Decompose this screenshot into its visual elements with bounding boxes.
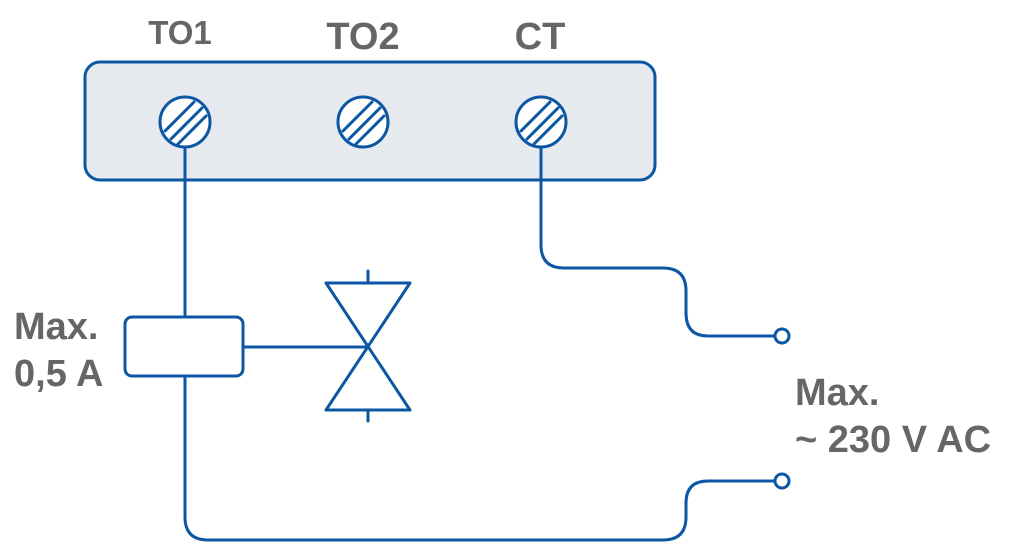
load-box <box>123 315 245 378</box>
wire-load-to-lower-terminal <box>183 374 777 542</box>
screw-terminal-icon-to2 <box>336 95 390 149</box>
voltage-limit-label-line1: Max. <box>795 372 879 414</box>
voltage-limit-label-line2: ~ 230 V AC <box>795 419 991 461</box>
current-limit-label-line2: 0,5 A <box>14 353 103 395</box>
terminal-label-to1: TO1 <box>148 14 212 51</box>
valve-icon <box>324 269 412 423</box>
terminal-end-icon-upper <box>773 327 791 345</box>
terminal-end-icon-lower <box>773 472 791 490</box>
wire-ct-to-upper-terminal <box>539 145 777 338</box>
terminal-label-ct: CT <box>515 16 566 58</box>
screw-terminal-icon-to1 <box>158 95 212 149</box>
terminal-label-to2: TO2 <box>326 16 399 58</box>
current-limit-label-line1: Max. <box>14 306 98 348</box>
screw-terminal-icon-ct <box>514 95 568 149</box>
